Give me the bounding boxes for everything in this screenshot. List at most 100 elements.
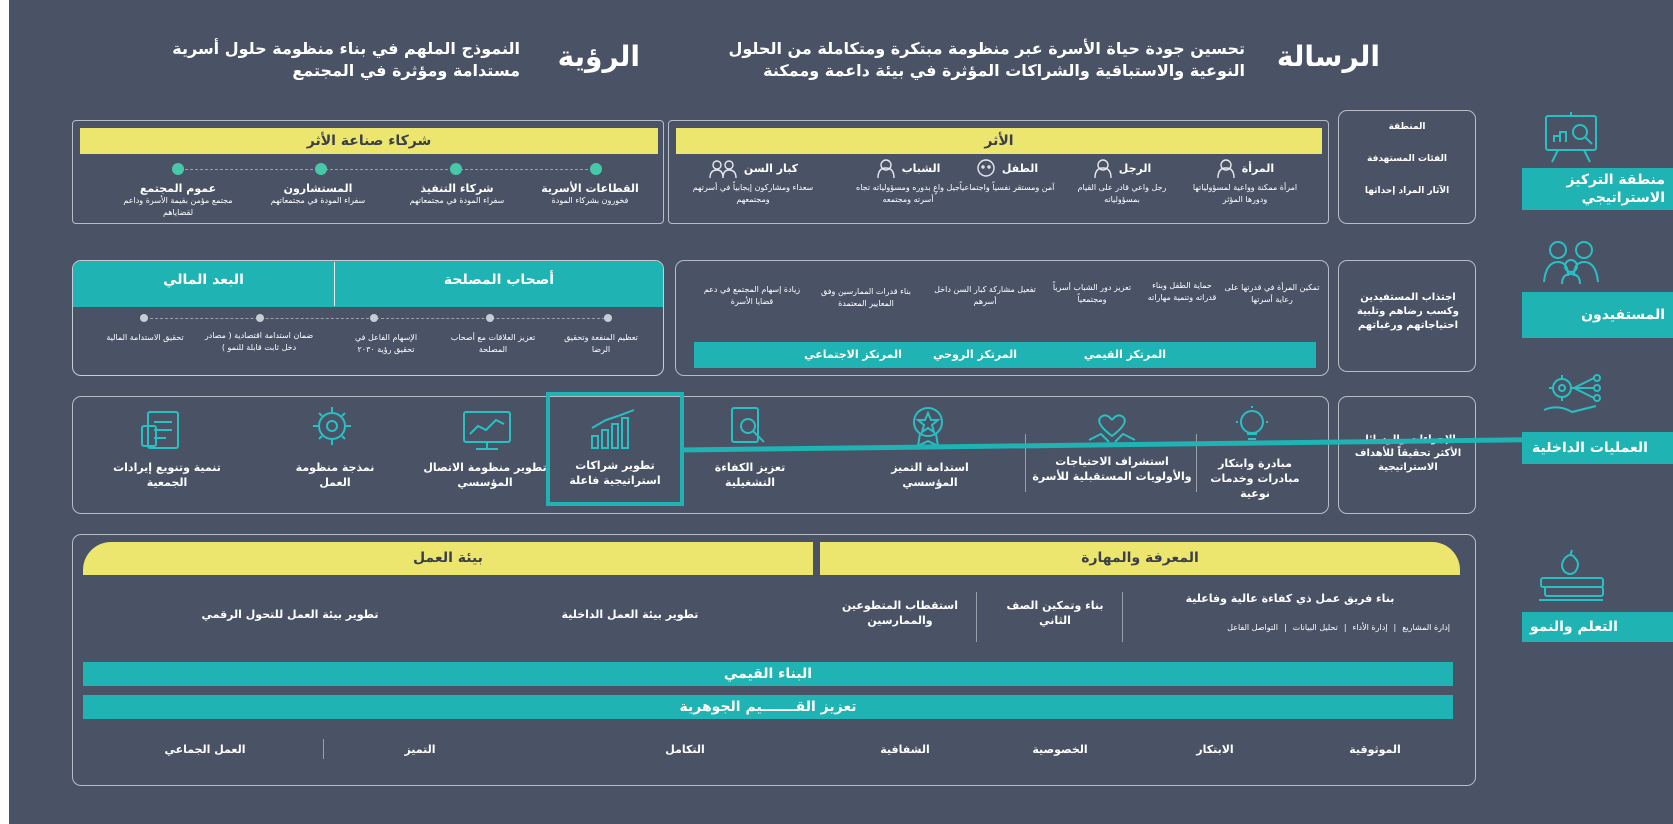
- stakeholder-dot: [370, 314, 378, 322]
- focus-labels-box: المنطقة الفئات المستهدفة الآثار المراد إ…: [1338, 110, 1476, 224]
- beneficiary-label: اجتذاب المستفيدين وكسب رضاهم وتلبية احتي…: [1357, 292, 1459, 331]
- group-desc: جيل واعٍ بدوره ومسؤولياته تجاه أسرته ومج…: [856, 183, 960, 204]
- knowledge-title: المعرفة والمهارة: [820, 542, 1460, 575]
- child-icon: [977, 159, 995, 177]
- elderly-couple-icon: [709, 160, 737, 178]
- stakeholder-dot: [256, 314, 264, 322]
- beneficiary-item: بناء قدرات الممارسين وفق المعايير المعتم…: [821, 287, 911, 308]
- stakeholder-dot: [140, 314, 148, 322]
- ops-item-modeling: نمذجة منظومة العمل: [295, 461, 375, 489]
- partner-dot: [590, 163, 602, 175]
- skill-item: إدارة الأداء: [1352, 623, 1388, 632]
- stakeholder-item: الإسهام الفاعل في تحقيق رؤية ٢٠٣٠: [354, 333, 418, 354]
- vision-text: النموذج الملهم في بناء منظومة حلول أسرية…: [70, 38, 520, 82]
- partner-title: شركاء التنفيذ: [420, 182, 494, 195]
- side-label-focus: منطقة التركيز الاستراتيجي: [1522, 168, 1673, 210]
- stakeholder-item: تعظيم المنفعة وتحقيق الرضا: [564, 333, 638, 354]
- financial-item: ضمان استدامة اقتصادية ( مصادر دخل ثابت ق…: [204, 331, 314, 352]
- partner-desc: سفراء المودة في مجتمعاتهم: [270, 196, 366, 205]
- stakeholders-title: أصحاب المصلحة: [443, 272, 555, 288]
- gear-people-icon: [313, 407, 351, 445]
- group-title: الرجل: [1118, 161, 1152, 175]
- ops-item-innovation: مبادرة وابتكار مبادرات وخدمات نوعية: [1210, 457, 1300, 500]
- values-build-bar: البناء القيمي: [83, 662, 1453, 686]
- monitor-chart-icon: [463, 411, 511, 450]
- beneficiary-item: حماية الطفل وبناء قدراته وتنمية مهاراته: [1147, 281, 1217, 302]
- growth-chart-icon: [591, 409, 635, 449]
- group-woman: المرأة امرأة ممكنة وواعية لمسؤولياتها ود…: [1185, 158, 1305, 206]
- group-desc: آمن ومستقر نفسياً واجتماعياً: [959, 183, 1055, 192]
- pillar-value: المرتكز القيمي: [1083, 348, 1167, 361]
- stakeholder-dot: [604, 314, 612, 322]
- group-child: الطفل آمن ومستقر نفسياً واجتماعياً: [952, 158, 1062, 194]
- header-divider: [334, 262, 335, 306]
- partner-title: القطاعات الأسرية: [541, 182, 639, 195]
- skill-separator: |: [1393, 623, 1397, 632]
- skill-item: إدارة المشاريع: [1402, 623, 1450, 632]
- values-separator: [323, 739, 324, 759]
- value-item: الموثوقية: [1349, 743, 1401, 756]
- mission-line2: النوعية والاستباقية والشراكات المؤثرة في…: [763, 61, 1245, 80]
- value-item: الشفافية: [880, 743, 930, 756]
- money-invoice-icon: [141, 411, 179, 449]
- partner-title: عموم المجتمع: [139, 182, 217, 195]
- partner-dot: [172, 163, 184, 175]
- pillars-bar: [694, 342, 1316, 368]
- side-label-learning: التعلم والنمو: [1522, 612, 1673, 642]
- group-youth: الشباب جيل واعٍ بدوره ومسؤولياته تجاه أس…: [848, 158, 968, 206]
- group-elderly: كبار السن سعداء ومشاركون إيجابياً في أسر…: [688, 158, 818, 206]
- partners-connector-line: [180, 169, 598, 170]
- value-item: العمل الجماعي: [164, 743, 246, 756]
- group-title: الشباب: [901, 161, 941, 175]
- beneficiary-label-box: اجتذاب المستفيدين وكسب رضاهم وتلبية احتي…: [1338, 260, 1476, 372]
- stakeholders-header: [73, 261, 663, 307]
- ops-item-communication: تطوير منظومة الاتصال المؤسسي: [423, 461, 547, 489]
- ops-item-foresight: استشراف الاحتياجات والأولويات المستقبلية…: [1032, 455, 1192, 483]
- man-icon: [1094, 159, 1112, 178]
- group-desc: رجل واعي قادر على القيام بمسؤولياته: [1077, 183, 1167, 204]
- side-label-beneficiaries: المستفيدون: [1522, 292, 1673, 338]
- ops-item-partnerships: تطوير شراكات استراتيجية فاعلة: [569, 459, 661, 487]
- partner-desc: سفراء المودة في مجتمعاتهم: [409, 196, 505, 205]
- group-title: المرأة: [1241, 161, 1275, 175]
- team-title: بناء فريق عمل ذي كفاءة عالية وفاعلية: [1185, 592, 1395, 605]
- ops-item-excellence: استدامة التميز المؤسسي: [891, 461, 969, 489]
- value-item: الخصوصية: [1032, 743, 1088, 756]
- value-item: التميز: [404, 743, 436, 756]
- beneficiary-item: تمكين المرأة في قدرتها على رعاية أسرتها: [1224, 283, 1320, 304]
- impact-title: الأثر: [676, 128, 1322, 154]
- financial-item: تحقيق الاستدامة المالية: [106, 333, 184, 342]
- partner-desc: فخورون بشركاء المودة: [551, 196, 629, 205]
- pillar-spiritual: المرتكز الروحي: [933, 348, 1017, 361]
- vision-title: الرؤية: [557, 40, 640, 73]
- vision-line1: النموذج الملهم في بناء منظومة حلول أسرية: [172, 39, 520, 58]
- group-title: الطفل: [1001, 161, 1039, 175]
- stakeholder-item: تعزيز العلاقات مع أصحاب المصلحة: [450, 333, 536, 354]
- mission-text: تحسين جودة حياة الأسرة عبر منظومة مبتكرة…: [620, 38, 1245, 82]
- focus-label-effects: الآثار المراد إحداثها: [1364, 186, 1450, 196]
- stakeholders-financial-box: [72, 260, 664, 376]
- focus-label-area: المنطقة: [1388, 122, 1426, 132]
- document-search-icon: [731, 407, 765, 443]
- woman-icon: [1217, 159, 1235, 178]
- group-title: كبار السن: [743, 161, 799, 175]
- mission-title: الرسالة: [1276, 40, 1380, 73]
- operations-box: [72, 396, 1329, 514]
- hands-heart-icon: [1088, 414, 1136, 443]
- learning-separator: [976, 592, 977, 642]
- volunteers-item: استقطاب المتطوعين والممارسين: [841, 599, 958, 627]
- mission-line1: تحسين جودة حياة الأسرة عبر منظومة مبتكرة…: [728, 39, 1245, 58]
- books-apple-icon: [1539, 549, 1604, 601]
- vision-line2: مستدامة ومؤثرة في المجتمع: [292, 61, 520, 80]
- environment-title: بيئة العمل: [83, 542, 813, 575]
- partner-dot: [450, 163, 462, 175]
- skill-separator: |: [1283, 623, 1287, 632]
- partner-title: المستشارون: [283, 182, 353, 195]
- overlay-connector-line: [680, 435, 1673, 453]
- focus-label-targets: الفئات المستهدفة: [1367, 154, 1447, 164]
- skill-item: التواصل الفاعل: [1227, 623, 1278, 632]
- group-desc: امرأة ممكنة وواعية لمسؤولياتها ودورها ال…: [1192, 183, 1298, 204]
